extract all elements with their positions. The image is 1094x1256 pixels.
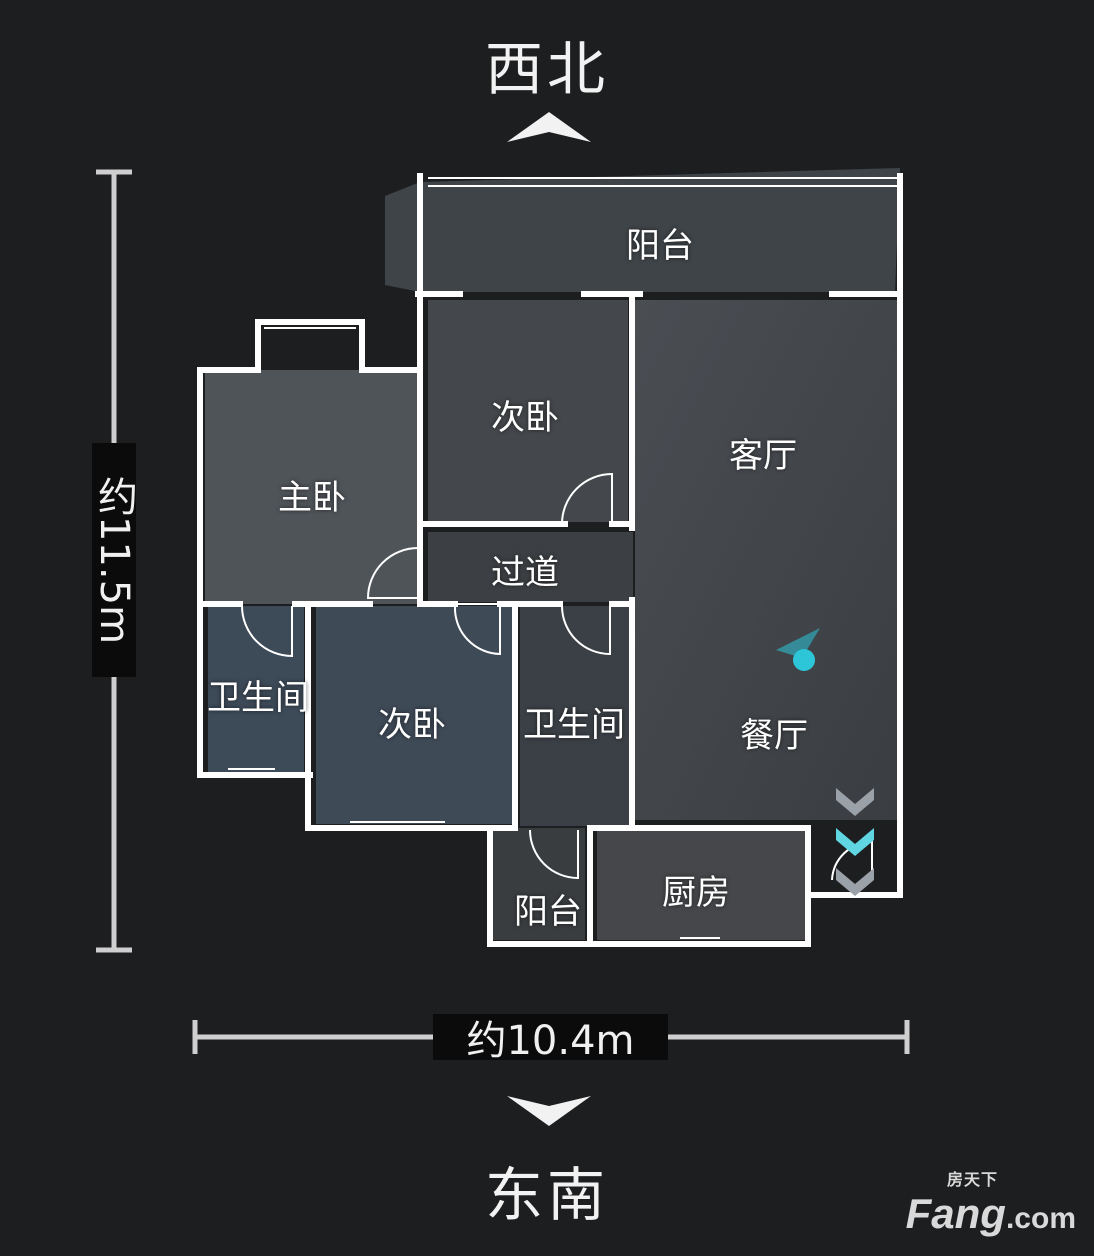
- entrance-chevrons-icon[interactable]: [832, 786, 878, 910]
- room-label-bathroom-middle[interactable]: 卫生间: [523, 705, 625, 745]
- doors: [241, 472, 873, 881]
- room-label-living-room[interactable]: 客厅: [729, 436, 797, 476]
- viewer-position-icon[interactable]: [774, 624, 830, 676]
- room-label-corridor[interactable]: 过道: [491, 553, 559, 593]
- chevron-up-icon: [507, 112, 591, 142]
- room-label-dining-room[interactable]: 餐厅: [740, 716, 808, 756]
- room-label-second-bedroom-bottom[interactable]: 次卧: [378, 705, 446, 745]
- windows: [228, 177, 898, 939]
- room-label-balcony-top[interactable]: 阳台: [626, 226, 694, 266]
- room-label-balcony-bottom[interactable]: 阳台: [514, 892, 582, 932]
- room-label-bathroom-left[interactable]: 卫生间: [207, 678, 309, 718]
- height-dimension-label: 约11.5m: [91, 443, 137, 677]
- room-label-second-bedroom-top[interactable]: 次卧: [491, 398, 559, 438]
- fang-watermark-logo: 房天下 Fang.com: [905, 1170, 1076, 1237]
- compass-south-east-label: 东南: [484, 1161, 609, 1229]
- walls: [197, 173, 903, 947]
- room-label-kitchen[interactable]: 厨房: [662, 873, 730, 913]
- compass-north-west-label: 西北: [484, 35, 609, 103]
- chevron-down-icon: [507, 1096, 591, 1126]
- room-label-master-bedroom[interactable]: 主卧: [278, 478, 346, 518]
- width-dimension-label: 约10.4m: [433, 1014, 668, 1064]
